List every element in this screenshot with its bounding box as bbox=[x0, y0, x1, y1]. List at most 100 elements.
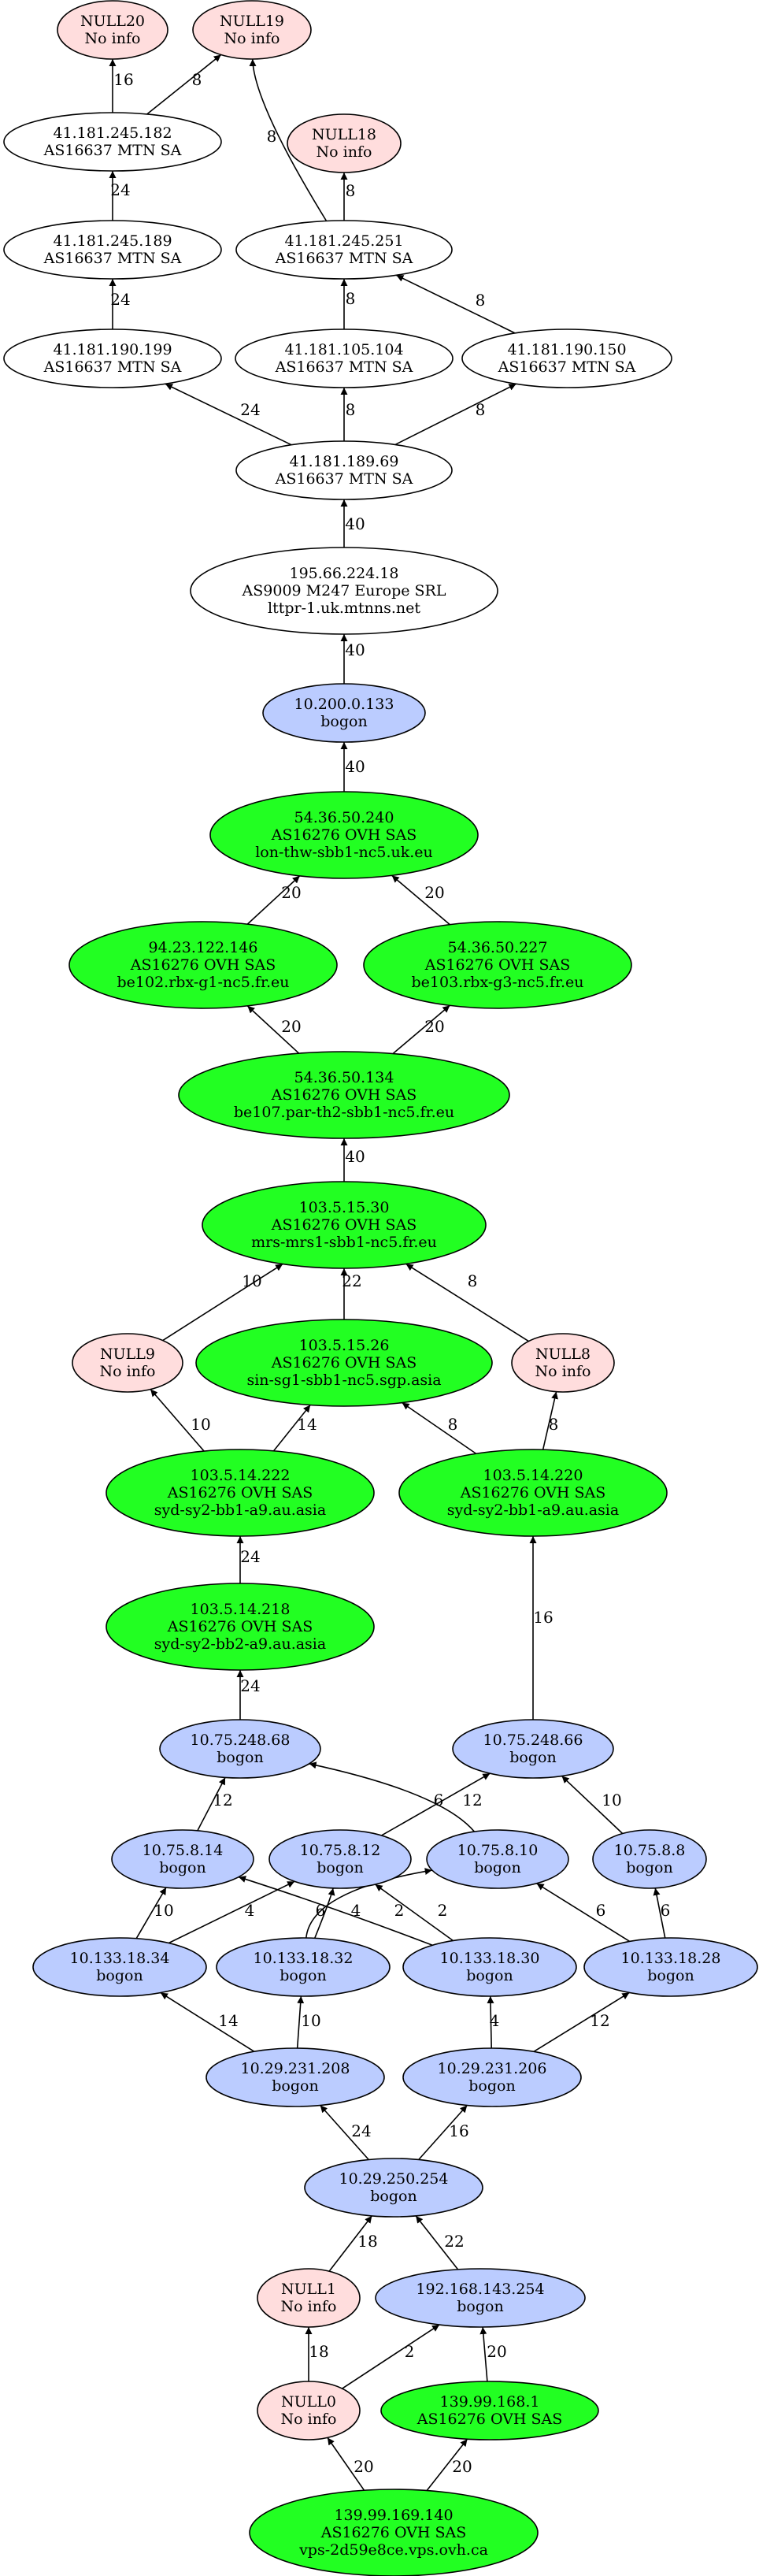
node-title: 195.66.224.18 bbox=[289, 565, 398, 582]
edge-label: 40 bbox=[345, 1147, 365, 1166]
edge-label: 24 bbox=[240, 400, 260, 419]
node-ellipse bbox=[592, 1829, 707, 1889]
node-title: NULL9 bbox=[100, 1346, 155, 1363]
node-detail: AS16637 MTN SA bbox=[498, 358, 636, 376]
node-detail: AS16276 OVH SAS bbox=[130, 956, 276, 974]
node-detail: AS16276 OVH SAS bbox=[167, 1484, 313, 1501]
node-detail: AS16276 OVH SAS bbox=[417, 2411, 563, 2428]
node-ellipse bbox=[363, 921, 632, 1009]
node-detail: AS16276 OVH SAS bbox=[320, 2524, 467, 2541]
edge-label: 8 bbox=[267, 127, 277, 146]
node-title: NULL19 bbox=[220, 13, 284, 30]
node-detail: lon-thw-sbb1-nc5.uk.eu bbox=[255, 844, 433, 861]
edge-label: 8 bbox=[476, 291, 486, 310]
node-detail: No info bbox=[535, 1363, 591, 1380]
node-ellipse bbox=[375, 2268, 586, 2328]
node-title: NULL1 bbox=[281, 2281, 336, 2298]
node-detail: bogon bbox=[272, 2077, 318, 2095]
edge-label: 8 bbox=[476, 400, 486, 419]
node-detail: AS16276 OVH SAS bbox=[424, 956, 571, 974]
edge-label: 24 bbox=[351, 2121, 371, 2140]
node-ellipse bbox=[402, 2047, 582, 2107]
edge-label: 40 bbox=[345, 514, 365, 533]
edge-label: 4 bbox=[490, 2011, 500, 2030]
edge-label: 8 bbox=[468, 1271, 478, 1290]
node-ellipse bbox=[235, 440, 453, 500]
node-title: 10.133.18.34 bbox=[70, 1950, 170, 1967]
node-title: 103.5.15.26 bbox=[299, 1337, 390, 1354]
edge-label: 6 bbox=[661, 1901, 671, 1920]
edge-label: 12 bbox=[213, 1791, 232, 1810]
node-detail: AS16276 OVH SAS bbox=[271, 1354, 417, 1372]
node-detail: mrs-mrs1-sbb1-nc5.fr.eu bbox=[251, 1234, 437, 1251]
node-detail: sin-sg1-sbb1-nc5.sgp.asia bbox=[246, 1372, 441, 1389]
edge-b32-to-b810 bbox=[305, 1868, 432, 1939]
node-ellipse bbox=[257, 2268, 361, 2328]
node-ellipse bbox=[159, 1719, 321, 1779]
edge-label: 14 bbox=[218, 2011, 238, 2030]
edge-label: 22 bbox=[444, 2232, 464, 2251]
node-title: 54.36.50.227 bbox=[448, 939, 548, 956]
node-ellipse bbox=[304, 2158, 483, 2218]
node-ellipse bbox=[205, 2047, 385, 2107]
edge-label: 6 bbox=[596, 1901, 606, 1920]
edge-n220-to-NULL8 bbox=[542, 1391, 558, 1450]
node-title: 10.133.18.32 bbox=[254, 1950, 354, 1967]
edge-n222-to-n1526 bbox=[272, 1405, 311, 1452]
edge-label: 8 bbox=[346, 181, 356, 200]
node-ellipse bbox=[583, 1937, 758, 1997]
node-detail: No info bbox=[281, 2298, 337, 2315]
edge-b192-to-b254 bbox=[415, 2215, 459, 2270]
node-detail: bogon bbox=[626, 1859, 672, 1876]
edge-label: 10 bbox=[602, 1791, 621, 1810]
edge-label: 12 bbox=[590, 2011, 609, 2030]
edge-label: 10 bbox=[154, 1901, 173, 1920]
node-title: 41.181.190.199 bbox=[53, 341, 172, 358]
edge-label: 10 bbox=[191, 1415, 210, 1434]
node-ellipse bbox=[511, 1333, 615, 1393]
node-detail: No info bbox=[85, 30, 141, 47]
node-ellipse bbox=[57, 0, 168, 60]
edge-b28-to-b88 bbox=[653, 1887, 666, 1939]
edge-b30-to-b812 bbox=[375, 1884, 454, 1942]
node-detail: AS16637 MTN SA bbox=[43, 142, 182, 159]
node-detail: bogon bbox=[468, 2077, 515, 2095]
node-title: 41.181.245.189 bbox=[53, 232, 172, 250]
edge-label: 14 bbox=[297, 1415, 317, 1434]
node-ellipse bbox=[190, 547, 498, 635]
node-detail: syd-sy2-bb1-a9.au.asia bbox=[154, 1501, 326, 1519]
node-detail: AS16637 MTN SA bbox=[43, 358, 182, 376]
node-detail: bogon bbox=[317, 1859, 363, 1876]
node-detail: bogon bbox=[457, 2298, 503, 2315]
node-title: 10.75.248.66 bbox=[483, 1732, 583, 1749]
node-detail: No info bbox=[317, 143, 372, 161]
node-ellipse bbox=[235, 328, 454, 388]
node-title: 10.75.8.8 bbox=[614, 1842, 686, 1859]
edge-label: 18 bbox=[309, 2342, 328, 2361]
node-ellipse bbox=[426, 1829, 569, 1889]
edge-label: 2 bbox=[405, 2342, 415, 2361]
edge-label: 8 bbox=[549, 1415, 559, 1434]
node-detail: lttpr-1.uk.mtnns.net bbox=[268, 599, 420, 617]
edge-label: 24 bbox=[110, 290, 130, 309]
edge-NULL0-to-b192 bbox=[342, 2324, 440, 2389]
node-ellipse bbox=[216, 1937, 391, 1997]
edge-label: 20 bbox=[281, 1017, 301, 1036]
